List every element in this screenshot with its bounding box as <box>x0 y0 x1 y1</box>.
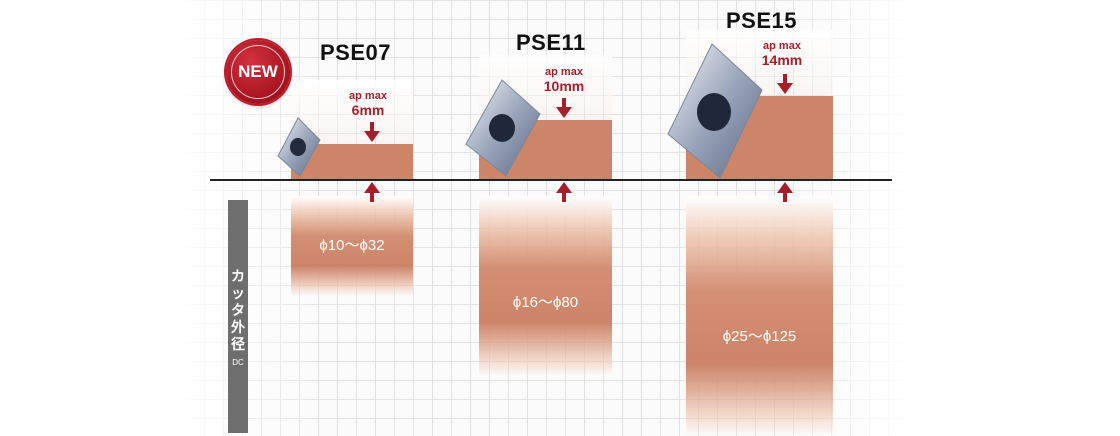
jp-char: タ <box>231 302 245 318</box>
pse07-diameter-text: ϕ10～ϕ32 <box>319 237 385 254</box>
pse15-ap-label: ap max 14mm <box>750 40 814 68</box>
jp-char: ッ <box>231 285 245 301</box>
pse07-ap-label: ap max 6mm <box>338 90 398 118</box>
pse11-diameter-range <box>479 196 612 376</box>
pse07-ap-caption: ap max <box>349 90 387 102</box>
cutter-diameter-label-bar: カ ッ タ 外 径 DC <box>228 200 248 433</box>
pse11-title: PSE11 <box>516 30 586 55</box>
pse15-title: PSE15 <box>726 8 797 33</box>
pse15-diameter-range <box>686 196 833 436</box>
cutter-diameter-dc-label: DC <box>232 358 244 367</box>
pse11-ap-label: ap max 10mm <box>532 66 596 94</box>
pse07-down-arrow-icon <box>364 122 380 142</box>
new-badge-label: NEW <box>238 62 278 81</box>
pse15-ap-caption: ap max <box>763 40 801 52</box>
jp-char: カ <box>231 268 245 284</box>
pse11-up-arrow-icon <box>556 182 572 202</box>
baseline <box>210 179 892 181</box>
jp-char: 外 <box>231 319 245 335</box>
pse07-insert-image <box>277 117 321 177</box>
pse15-up-arrow-icon <box>777 182 793 202</box>
pse15-ap-value: 14mm <box>761 51 803 68</box>
pse11-insert-image <box>465 79 541 177</box>
pse11-diameter-text: ϕ16～ϕ80 <box>512 294 579 311</box>
pse07-title: PSE07 <box>320 40 391 65</box>
pse07-ap-value: 6mm <box>351 101 385 118</box>
pse07-diameter-range <box>291 196 413 296</box>
pse11-ap-value: 10mm <box>543 77 585 94</box>
pse15-diameter-text: ϕ25～ϕ125 <box>722 328 797 345</box>
jp-char: 径 <box>231 336 245 352</box>
pse11-down-arrow-icon <box>556 98 572 118</box>
pse15-down-arrow-icon <box>777 74 793 94</box>
pse07-up-arrow-icon <box>364 182 380 202</box>
new-badge: NEW <box>226 40 290 104</box>
pse11-ap-caption: ap max <box>545 66 583 78</box>
cutter-diameter-jp-label: カ ッ タ 外 径 <box>228 268 248 353</box>
pse15-insert-image <box>667 43 763 179</box>
